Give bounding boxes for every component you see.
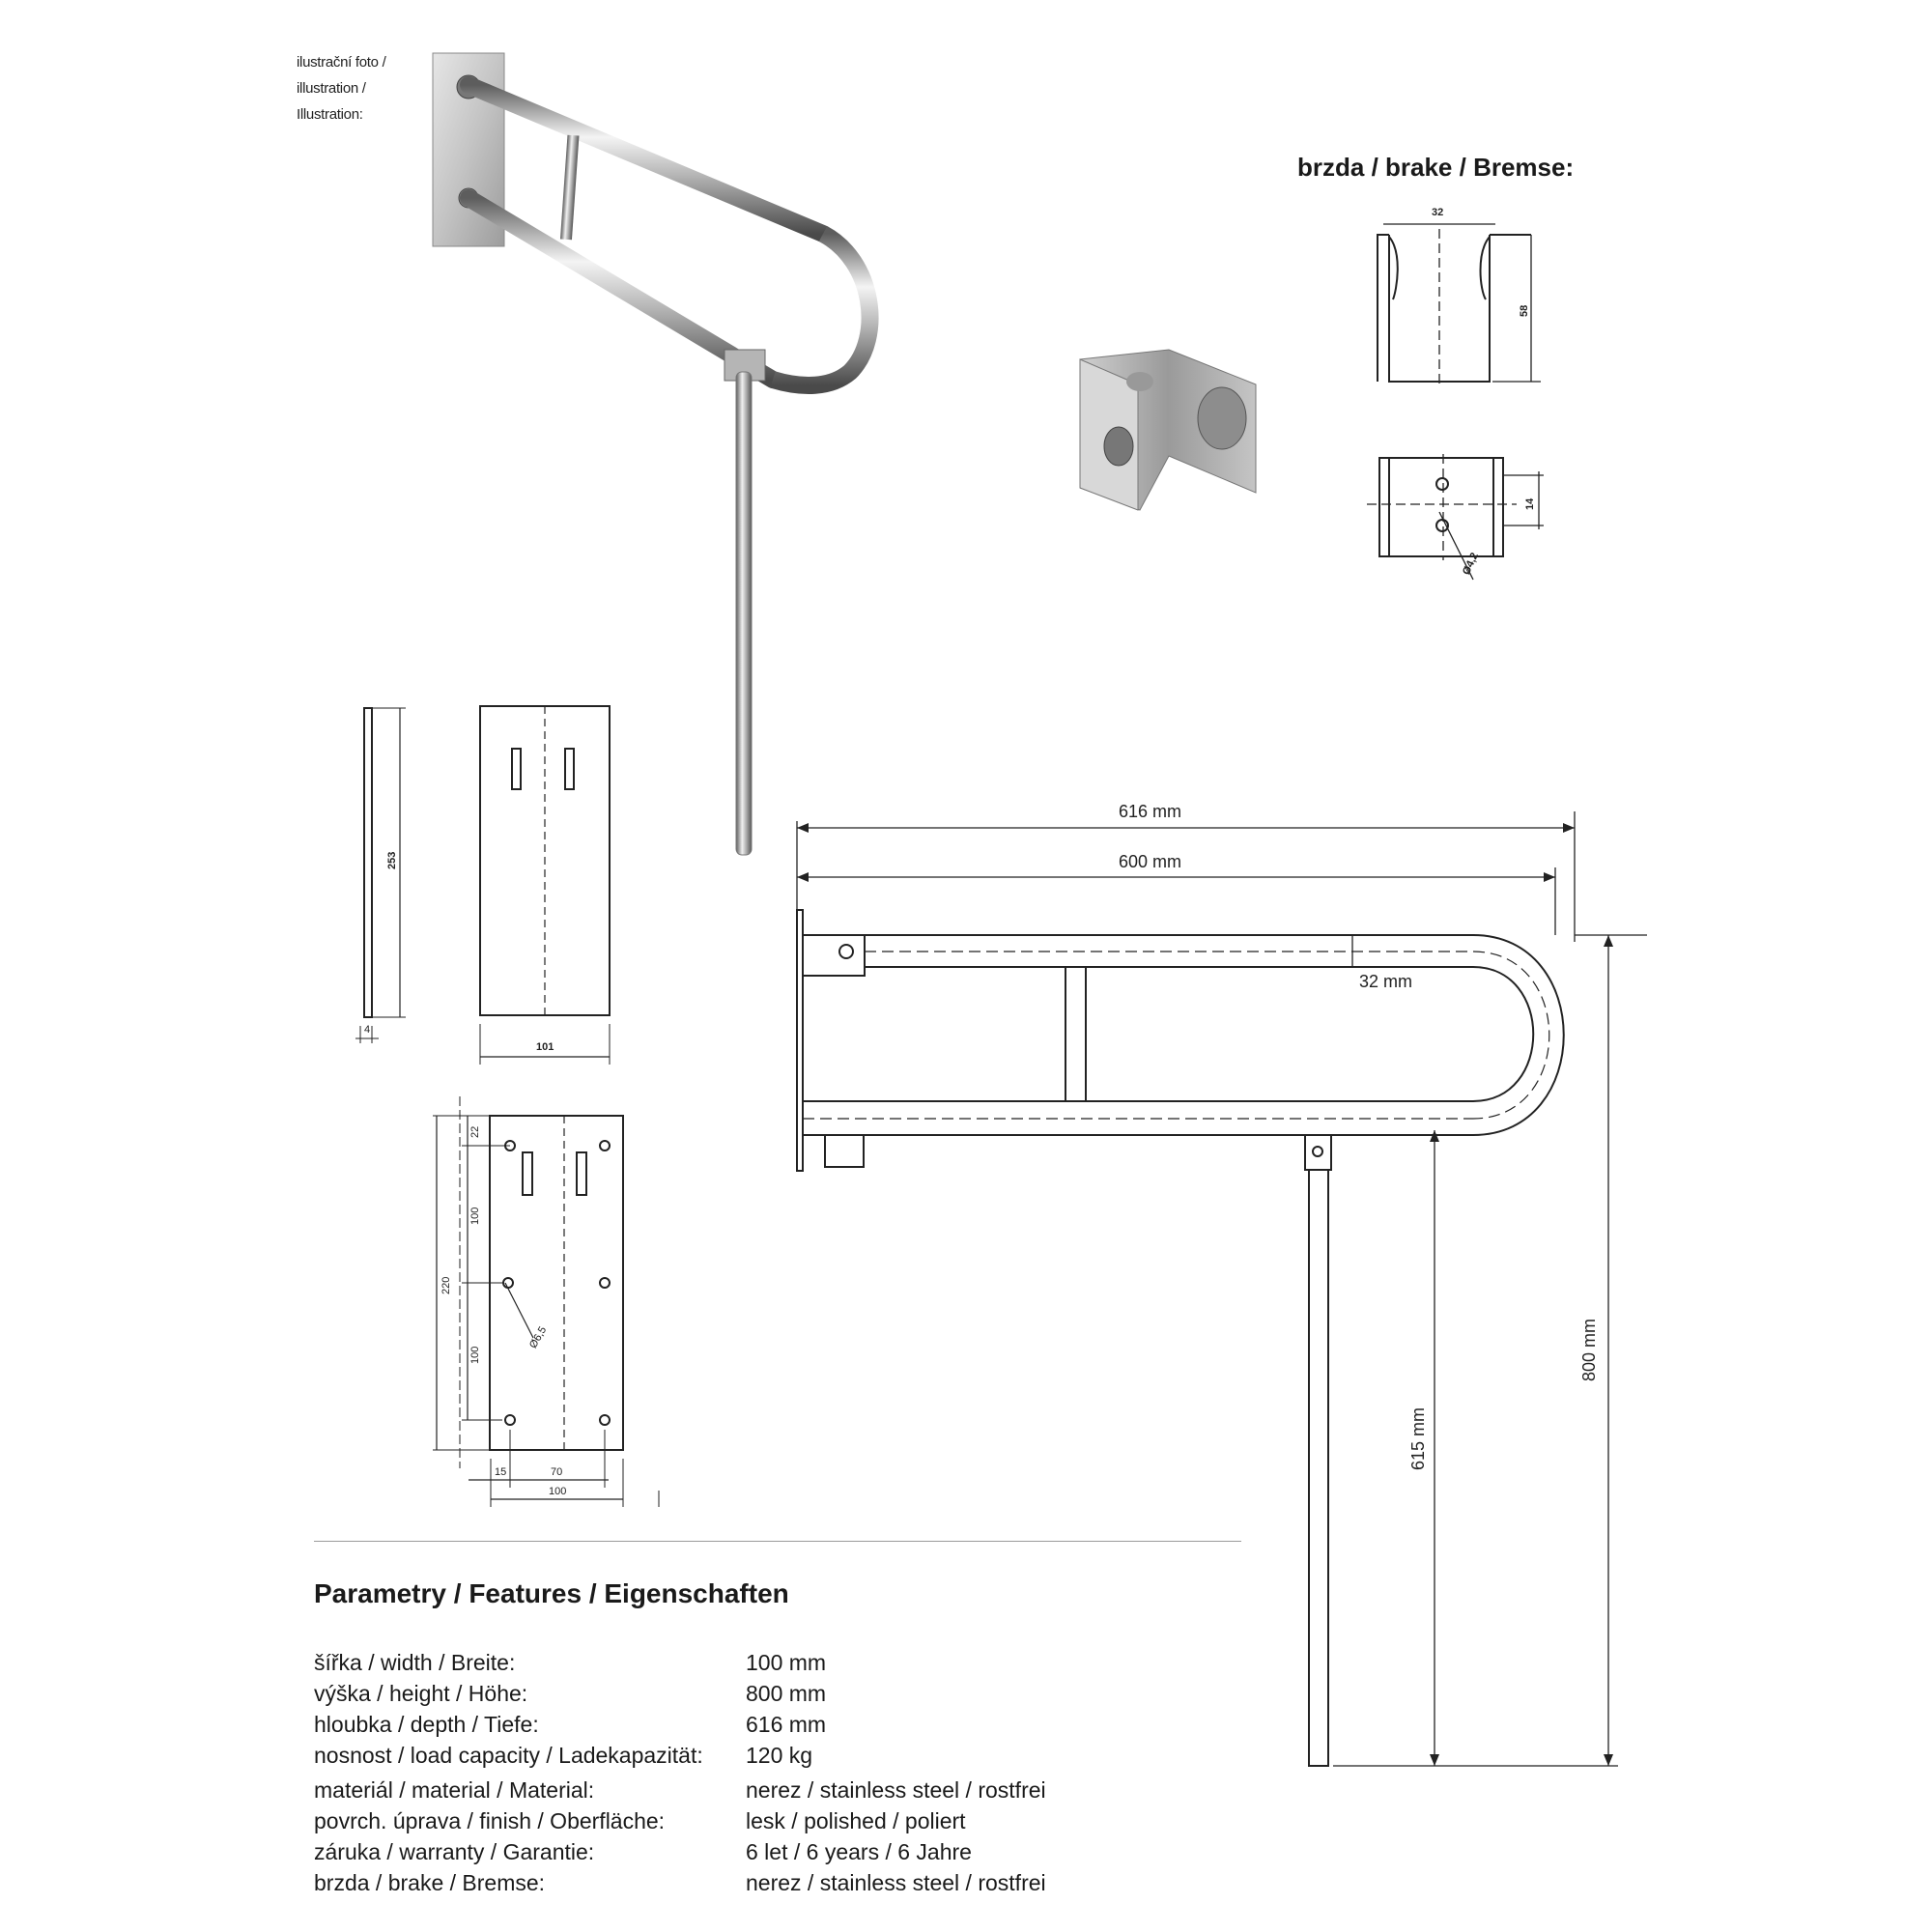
plate-dim-height: 253 — [386, 851, 398, 869]
brake-heading: brzda / brake / Bremse: — [1297, 153, 1575, 182]
spec-label: záruka / warranty / Garantie: — [314, 1839, 595, 1864]
spec-label: materiál / material / Material: — [314, 1777, 595, 1803]
plate-dim-lower-gap: 100 — [469, 1346, 481, 1364]
table-row: šířka / width / Breite: 100 mm — [314, 1650, 1164, 1681]
table-row: materiál / material / Material: nerez / … — [314, 1777, 1164, 1808]
spec-value: 616 mm — [746, 1712, 827, 1737]
spec-value: 800 mm — [746, 1681, 827, 1706]
spec-value: 120 kg — [746, 1743, 813, 1768]
spec-label: výška / height / Höhe: — [314, 1681, 528, 1706]
dim-overall-length: 616 mm — [1119, 802, 1182, 821]
brake-dim-hole-diameter: Ø4,2 — [1461, 551, 1481, 578]
plate-dim-width: 101 — [536, 1041, 554, 1053]
table-row: nosnost / load capacity / Ladekapazität:… — [314, 1743, 1164, 1774]
caption-line: ilustrační foto / — [297, 54, 386, 71]
photo-caption: ilustrační foto / illustration / Illustr… — [297, 49, 386, 128]
spec-label: brzda / brake / Bremse: — [314, 1870, 546, 1895]
brake-dim-height: 58 — [1519, 304, 1530, 317]
plate-dim-hole-x-spacing: 70 — [551, 1466, 563, 1478]
table-row: výška / height / Höhe: 800 mm — [314, 1681, 1164, 1712]
spec-value: lesk / polished / poliert — [746, 1808, 966, 1833]
plate-dim-total-span: 220 — [440, 1276, 452, 1294]
plate-dim-upper-gap: 100 — [469, 1207, 481, 1225]
plate-dim-edge-offset: 15 — [495, 1466, 507, 1478]
brake-dim-hole-spacing: 14 — [1524, 497, 1536, 510]
table-row: hloubka / depth / Tiefe: 616 mm — [314, 1712, 1164, 1743]
section-divider — [314, 1541, 1241, 1542]
dim-tube-diameter: 32 mm — [1359, 972, 1413, 991]
plate-dim-thickness: 4 — [364, 1024, 371, 1036]
brake-dim-width: 32 — [1432, 207, 1444, 218]
spec-label: hloubka / depth / Tiefe: — [314, 1712, 539, 1737]
plate-dim-hole-diameter: Ø6,5 — [527, 1324, 550, 1350]
features-heading: Parametry / Features / Eigenschaften — [314, 1578, 789, 1608]
dim-bar-length: 600 mm — [1119, 852, 1182, 871]
spec-label: povrch. úprava / finish / Oberfläche: — [314, 1808, 666, 1833]
spec-label: šířka / width / Breite: — [314, 1650, 516, 1675]
spec-label: nosnost / load capacity / Ladekapazität: — [314, 1743, 703, 1768]
table-row: povrch. úprava / finish / Oberfläche: le… — [314, 1808, 1164, 1839]
spec-value: nerez / stainless steel / rostfrei — [746, 1870, 1046, 1895]
caption-line: Illustration: — [297, 106, 363, 123]
table-row: záruka / warranty / Garantie: 6 let / 6 … — [314, 1839, 1164, 1870]
spec-value: nerez / stainless steel / rostfrei — [746, 1777, 1046, 1803]
plate-dim-top-offset: 22 — [469, 1125, 481, 1138]
plate-dim-bottom-width: 100 — [549, 1486, 567, 1497]
dim-height-total: 800 mm — [1579, 1318, 1599, 1381]
dim-height-leg: 615 mm — [1408, 1406, 1428, 1470]
spec-value: 6 let / 6 years / 6 Jahre — [746, 1839, 972, 1864]
caption-line: illustration / — [297, 80, 366, 97]
table-row: brzda / brake / Bremse: nerez / stainles… — [314, 1870, 1164, 1901]
spec-value: 100 mm — [746, 1650, 827, 1675]
